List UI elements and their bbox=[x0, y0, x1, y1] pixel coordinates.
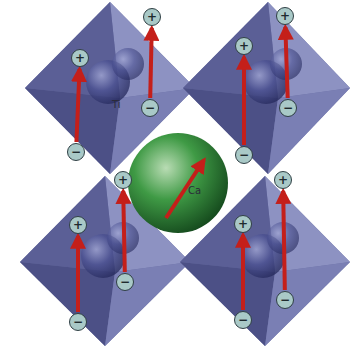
atom-label: Ca bbox=[188, 186, 201, 196]
charge-circle: − bbox=[141, 99, 159, 117]
charge-sign: − bbox=[283, 102, 293, 114]
charge-sign: + bbox=[75, 52, 85, 64]
charge-sign: − bbox=[280, 294, 290, 306]
a-site-sphere bbox=[128, 133, 228, 233]
dipole-arrow bbox=[283, 191, 285, 290]
charge-circle: − bbox=[276, 291, 294, 309]
dipole-arrow bbox=[76, 236, 80, 312]
charge-sign: − bbox=[238, 314, 248, 326]
charge-sign: + bbox=[239, 40, 249, 52]
dipole-arrow bbox=[242, 57, 246, 145]
charge-circle: + bbox=[69, 216, 87, 234]
dipole-arrow bbox=[285, 27, 287, 98]
charge-sign: + bbox=[147, 11, 157, 23]
charge-circle: − bbox=[67, 143, 85, 161]
dipole-arrow bbox=[241, 235, 245, 310]
charge-sign: + bbox=[118, 174, 128, 186]
charge-circle: − bbox=[234, 311, 252, 329]
dipole-arrow bbox=[123, 191, 125, 272]
charge-circle: + bbox=[143, 8, 161, 26]
charge-circle: + bbox=[235, 37, 253, 55]
charge-circle: + bbox=[276, 7, 294, 25]
charge-sign: + bbox=[280, 10, 290, 22]
charge-sign: + bbox=[278, 174, 288, 186]
dipole-arrow bbox=[150, 28, 152, 98]
charge-sign: + bbox=[238, 218, 248, 230]
charge-sign: − bbox=[239, 149, 249, 161]
charge-circle: + bbox=[274, 171, 292, 189]
charge-circle: − bbox=[116, 273, 134, 291]
atom-label: Ti bbox=[112, 100, 121, 110]
charge-circle: − bbox=[235, 146, 253, 164]
charge-sign: − bbox=[145, 102, 155, 114]
charge-sign: + bbox=[73, 219, 83, 231]
charge-circle: − bbox=[279, 99, 297, 117]
dipole-arrow bbox=[76, 69, 79, 142]
charge-circle: − bbox=[69, 313, 87, 331]
charge-sign: − bbox=[73, 316, 83, 328]
charge-circle: + bbox=[234, 215, 252, 233]
charge-sign: − bbox=[71, 146, 81, 158]
charge-circle: + bbox=[71, 49, 89, 67]
charge-sign: − bbox=[120, 276, 130, 288]
charge-circle: + bbox=[114, 171, 132, 189]
